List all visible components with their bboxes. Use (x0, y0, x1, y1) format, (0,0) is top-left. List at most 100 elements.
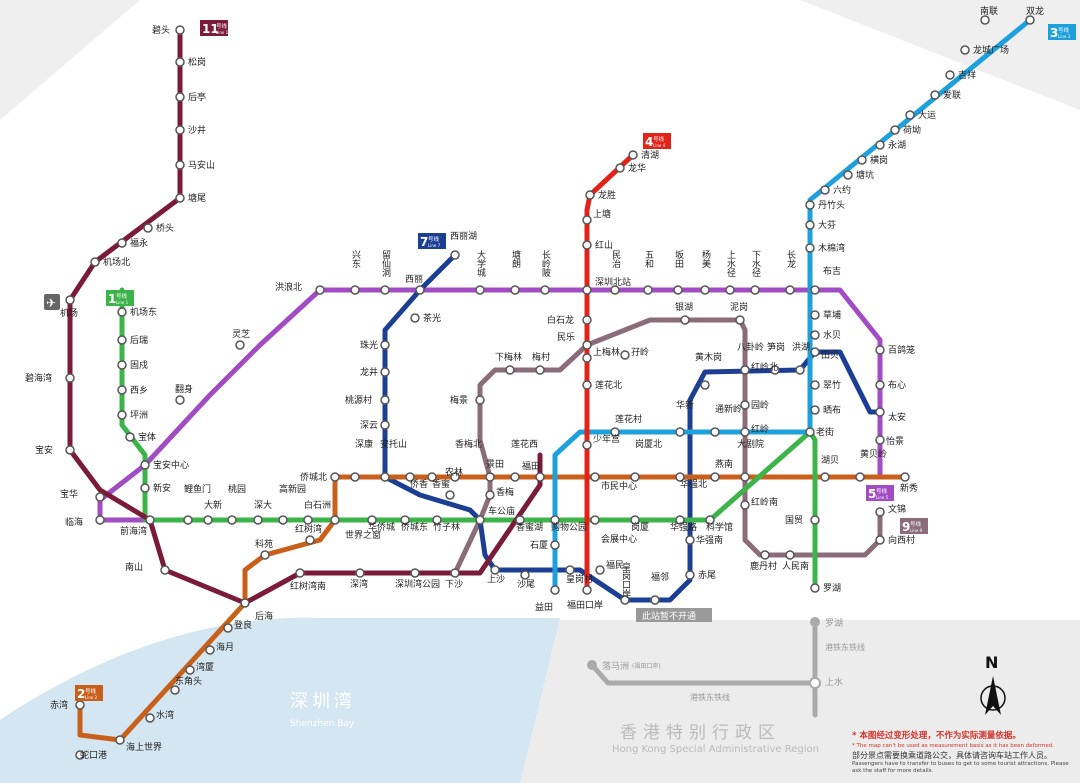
station-marker[interactable] (680, 315, 690, 325)
station-marker[interactable] (90, 257, 100, 267)
station-marker[interactable] (960, 45, 970, 55)
station-label[interactable]: 深圳湾公园 (395, 578, 440, 590)
line-badge-line2[interactable] (75, 685, 103, 701)
station-marker[interactable] (875, 535, 885, 545)
station-label[interactable]: 吉祥 (958, 69, 976, 81)
station-marker[interactable] (650, 595, 660, 605)
station-label[interactable]: 珠光 (360, 339, 378, 351)
station-marker[interactable] (140, 483, 150, 493)
station-marker[interactable] (820, 185, 830, 195)
station-label[interactable]: 机场东 (130, 306, 157, 318)
station-marker[interactable] (380, 285, 390, 295)
station-marker[interactable] (620, 350, 630, 360)
station-label[interactable]: 宝体 (138, 431, 156, 443)
station-marker[interactable] (628, 150, 638, 160)
line-badge-line7[interactable] (418, 233, 446, 249)
station-marker[interactable] (875, 380, 885, 390)
station-label[interactable]: 塘朗 (510, 249, 521, 269)
station-label[interactable]: 爱联 (943, 90, 961, 101)
line-badge-line3[interactable] (1048, 24, 1076, 40)
station-label[interactable]: 后亭 (188, 91, 206, 103)
station-marker[interactable] (610, 285, 620, 295)
station-label[interactable]: 向西村 (888, 534, 915, 546)
station-label[interactable]: 华强北 (680, 478, 707, 490)
station-label[interactable]: 西丽湖 (450, 231, 477, 242)
station-label[interactable]: 湾厦 (196, 661, 214, 673)
station-marker[interactable] (805, 220, 815, 230)
station-label[interactable]: 泥岗 (730, 302, 748, 313)
station-label[interactable]: 华侨城 (368, 521, 395, 533)
station-marker[interactable] (223, 623, 233, 633)
station-label[interactable]: 海月 (216, 641, 234, 653)
station-label[interactable]: 皇岗口岸 (620, 561, 631, 599)
station-marker[interactable] (700, 285, 710, 295)
station-marker[interactable] (295, 568, 305, 578)
station-marker[interactable] (515, 515, 525, 525)
station-label[interactable]: 安托山 (380, 438, 407, 450)
station-marker[interactable] (535, 472, 545, 482)
station-label[interactable]: 园岭 (751, 399, 769, 411)
station-marker[interactable] (855, 472, 865, 482)
station-marker[interactable] (565, 565, 575, 575)
station-label[interactable]: 洪湖 (792, 341, 810, 353)
station-label[interactable]: 深圳北站 (595, 276, 631, 288)
station-label[interactable]: 前海湾 (120, 525, 147, 537)
station-label[interactable]: 世界之窗 (345, 529, 381, 541)
station-label[interactable]: 双龙 (1026, 5, 1044, 17)
station-label[interactable]: 白石龙 (547, 314, 574, 326)
station-label[interactable]: 后海 (255, 610, 273, 622)
station-marker[interactable] (675, 515, 685, 525)
station-marker[interactable] (145, 713, 155, 723)
station-marker[interactable] (875, 407, 885, 417)
station-label[interactable]: 香蜜 (432, 478, 450, 490)
station-marker[interactable] (380, 367, 390, 377)
station-marker[interactable] (805, 200, 815, 210)
station-marker[interactable] (810, 347, 820, 357)
station-label[interactable]: 龙井 (360, 366, 378, 378)
station-marker[interactable] (590, 515, 600, 525)
station-label[interactable]: 临海 (65, 516, 83, 528)
station-label[interactable]: 木棉湾 (818, 242, 845, 254)
station-marker[interactable] (75, 750, 85, 760)
station-label[interactable]: 西丽 (405, 274, 423, 285)
station-marker[interactable] (95, 515, 105, 525)
station-label[interactable]: 丹竹头 (818, 199, 845, 211)
station-label[interactable]: 红树湾 (295, 523, 322, 535)
station-marker[interactable] (700, 380, 710, 390)
station-label[interactable]: 民治 (610, 250, 621, 269)
station-label[interactable]: 龙华 (628, 162, 646, 174)
station-label[interactable]: 皇岗村 (566, 573, 593, 585)
station-marker[interactable] (620, 595, 630, 605)
station-label[interactable]: 景田 (486, 459, 504, 470)
station-label[interactable]: 深湾 (350, 578, 368, 590)
station-marker[interactable] (305, 535, 315, 545)
station-label[interactable]: 高新园 (279, 483, 306, 495)
station-label[interactable]: 留仙洞 (380, 249, 391, 277)
station-marker[interactable] (710, 427, 720, 437)
station-label[interactable]: 下水径 (750, 250, 761, 277)
station-label[interactable]: 兴东 (350, 250, 361, 268)
station-label[interactable]: 莲花西 (511, 438, 538, 450)
station-label[interactable]: 深云 (360, 420, 378, 431)
station-marker[interactable] (205, 645, 215, 655)
station-label[interactable]: 翠竹 (823, 379, 841, 391)
station-marker[interactable] (595, 565, 605, 575)
station-label[interactable]: 碧海湾 (25, 372, 52, 384)
station-label[interactable]: 横岗 (870, 154, 888, 166)
station-label[interactable]: 国贸 (785, 514, 803, 526)
station-label[interactable]: 上塘 (593, 208, 611, 220)
station-marker[interactable] (582, 380, 592, 390)
station-marker[interactable] (805, 427, 815, 437)
station-label[interactable]: 梅景 (450, 394, 468, 406)
station-marker[interactable] (485, 472, 495, 482)
line-badge-line5[interactable] (866, 485, 894, 501)
station-marker[interactable] (875, 345, 885, 355)
line-badge-line1[interactable] (106, 290, 134, 306)
station-label[interactable]: 下沙 (445, 579, 463, 590)
station-label[interactable]: 清湖 (641, 149, 659, 161)
station-label[interactable]: 南山 (125, 561, 143, 573)
station-marker[interactable] (475, 515, 485, 525)
station-marker[interactable] (520, 570, 530, 580)
station-label[interactable]: 桃园 (228, 483, 246, 495)
station-label[interactable]: 大新 (204, 499, 222, 511)
